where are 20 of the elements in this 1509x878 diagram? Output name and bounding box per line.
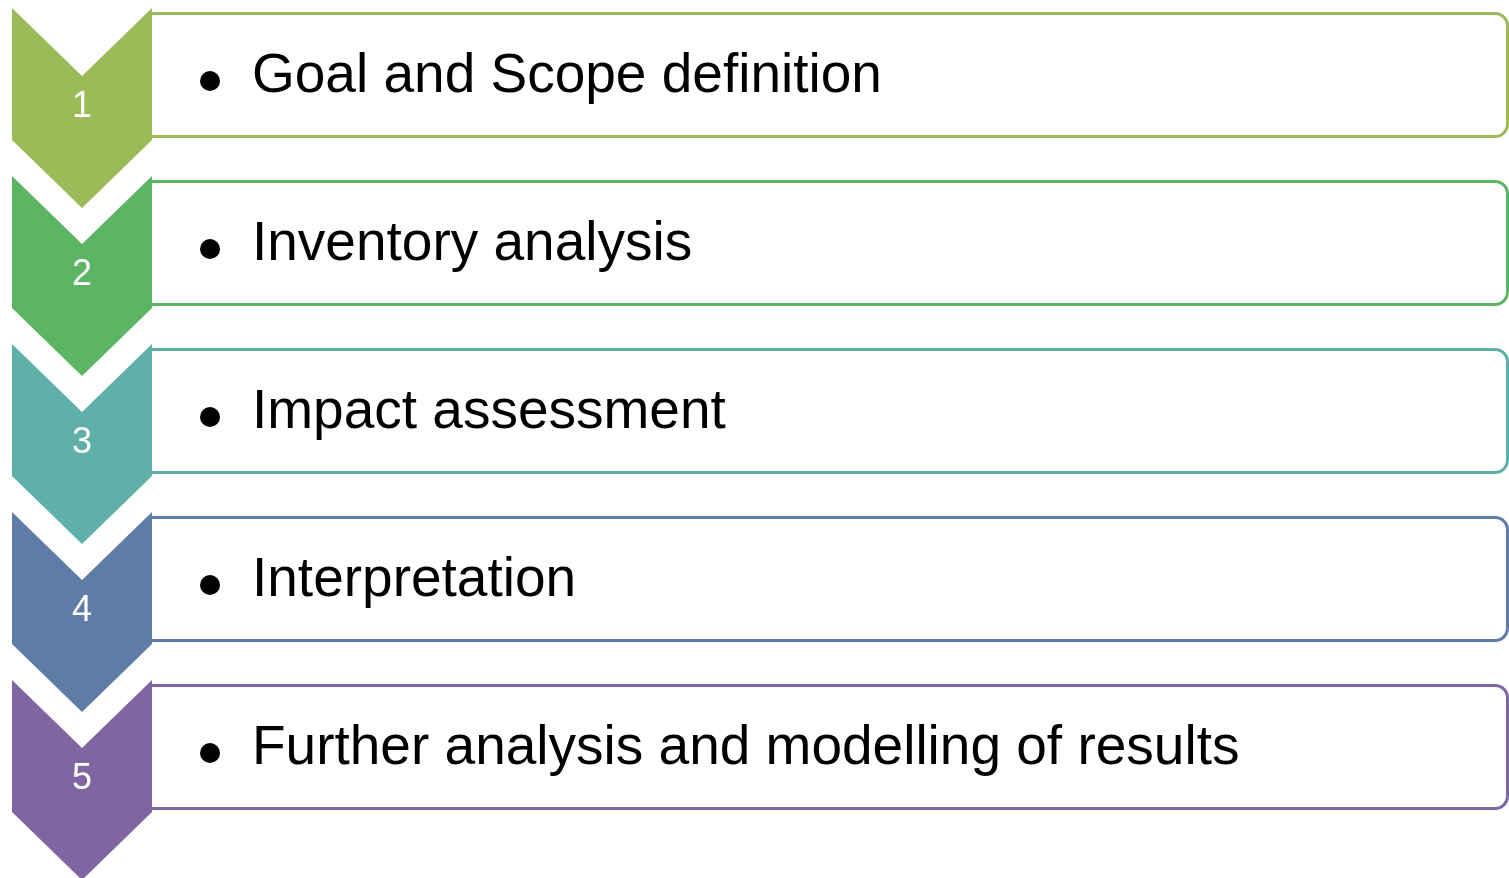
step-number: 3 [71,420,93,462]
chevron-shape [12,344,152,544]
step-number: 1 [71,84,93,126]
step-label: Goal and Scope definition [252,43,882,104]
step-box [152,180,1509,306]
chevron-shape [12,680,152,878]
step-label: Further analysis and modelling of results [252,715,1240,776]
step-number: 2 [71,252,93,294]
step-box [152,684,1509,810]
step-box [152,12,1509,138]
step-number: 4 [71,588,93,630]
step-label: Interpretation [252,547,577,608]
chevron-shape [12,176,152,376]
chevron-shape [12,8,152,208]
step-box [152,348,1509,474]
step-label: Inventory analysis [252,211,693,272]
chevron-shape [12,512,152,712]
step-label: Impact assessment [252,379,726,440]
step-box [152,516,1509,642]
step-number: 5 [71,756,93,798]
